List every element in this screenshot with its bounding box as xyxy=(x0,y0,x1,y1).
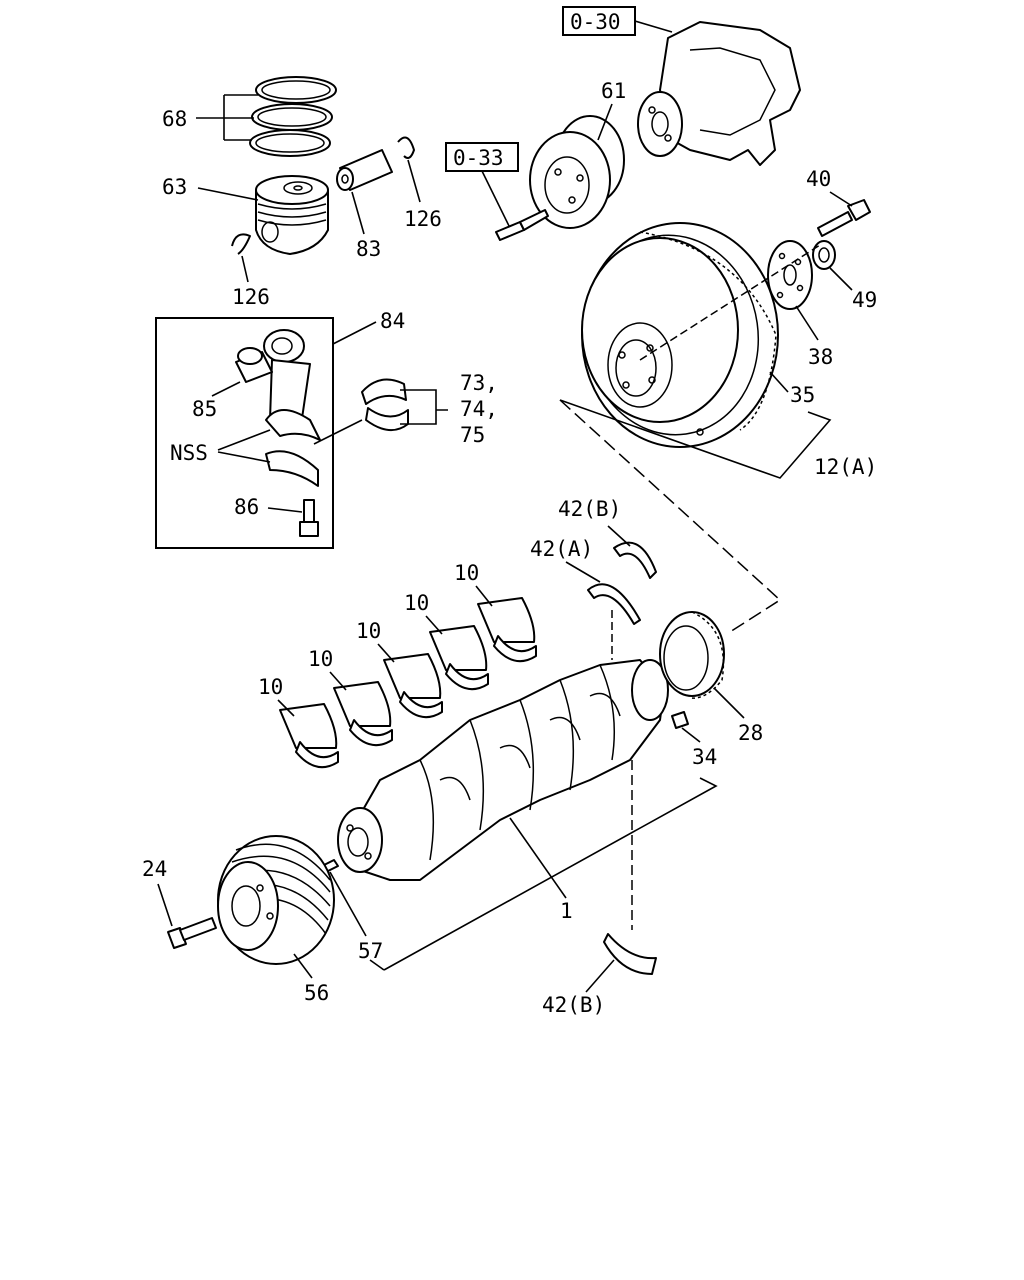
label-10-2: 10 xyxy=(308,647,333,671)
label-61: 61 xyxy=(601,79,626,103)
main-bearing-2 xyxy=(333,681,393,747)
pilot-bearing xyxy=(812,240,836,270)
bracket-12a xyxy=(559,399,832,479)
water-pump-housing xyxy=(637,21,801,166)
label-10-5: 10 xyxy=(454,561,479,585)
snap-ring-top xyxy=(397,136,415,159)
flywheel-plate xyxy=(767,240,813,310)
label-63: 63 xyxy=(162,175,187,199)
connecting-rod-kit-box xyxy=(155,317,334,549)
small-end-bushing xyxy=(235,347,273,383)
piston-pin xyxy=(336,149,393,191)
crank-key xyxy=(671,711,689,729)
label-74: 74, xyxy=(460,397,498,421)
label-75: 75 xyxy=(460,423,485,447)
main-bearing-1 xyxy=(279,703,339,769)
label-40: 40 xyxy=(806,167,831,191)
label-24: 24 xyxy=(142,857,167,881)
label-10-3: 10 xyxy=(356,619,381,643)
label-68: 68 xyxy=(162,107,187,131)
label-126-top: 126 xyxy=(404,207,442,231)
label-42b-bottom: 42(B) xyxy=(542,993,605,1017)
thrust-washer-42b-bottom xyxy=(603,933,657,975)
thrust-washer-42b-top xyxy=(613,541,657,579)
label-12a: 12(A) xyxy=(814,455,877,479)
ref-label-0-30: 0-30 xyxy=(570,10,621,34)
label-10-4: 10 xyxy=(404,591,429,615)
label-1: 1 xyxy=(560,899,573,923)
label-84: 84 xyxy=(380,309,405,333)
label-42a: 42(A) xyxy=(530,537,593,561)
con-rod-bolt xyxy=(299,499,319,537)
main-bearing-4 xyxy=(429,625,489,691)
piston-rings xyxy=(249,76,337,157)
label-57: 57 xyxy=(358,939,383,963)
label-10-1: 10 xyxy=(258,675,283,699)
main-bearing-3 xyxy=(383,653,443,719)
label-49: 49 xyxy=(852,288,877,312)
piston xyxy=(255,175,329,255)
label-73: 73, xyxy=(460,371,498,395)
label-35: 35 xyxy=(790,383,815,407)
connecting-rod xyxy=(263,329,321,487)
flywheel xyxy=(581,222,779,448)
flywheel-bolt xyxy=(817,199,871,237)
label-28: 28 xyxy=(738,721,763,745)
fan-pulley xyxy=(529,115,625,229)
pulley-bolt xyxy=(495,209,549,241)
label-42b-top: 42(B) xyxy=(558,497,621,521)
label-34: 34 xyxy=(692,745,717,769)
label-38: 38 xyxy=(808,345,833,369)
label-nss: NSS xyxy=(170,441,208,465)
crank-timing-gear xyxy=(659,611,725,699)
con-rod-bearing-shells xyxy=(361,378,409,431)
label-56: 56 xyxy=(304,981,329,1005)
thrust-washer-42a xyxy=(587,583,641,625)
label-126-bottom: 126 xyxy=(232,285,270,309)
crank-pulley xyxy=(217,835,335,965)
label-85: 85 xyxy=(192,397,217,421)
label-86: 86 xyxy=(234,495,259,519)
ref-label-0-33: 0-33 xyxy=(453,146,504,170)
label-83: 83 xyxy=(356,237,381,261)
crankshaft xyxy=(337,659,669,881)
main-bearing-5 xyxy=(477,597,537,663)
snap-ring-bottom xyxy=(231,233,251,255)
pulley-center-bolt xyxy=(167,917,217,949)
